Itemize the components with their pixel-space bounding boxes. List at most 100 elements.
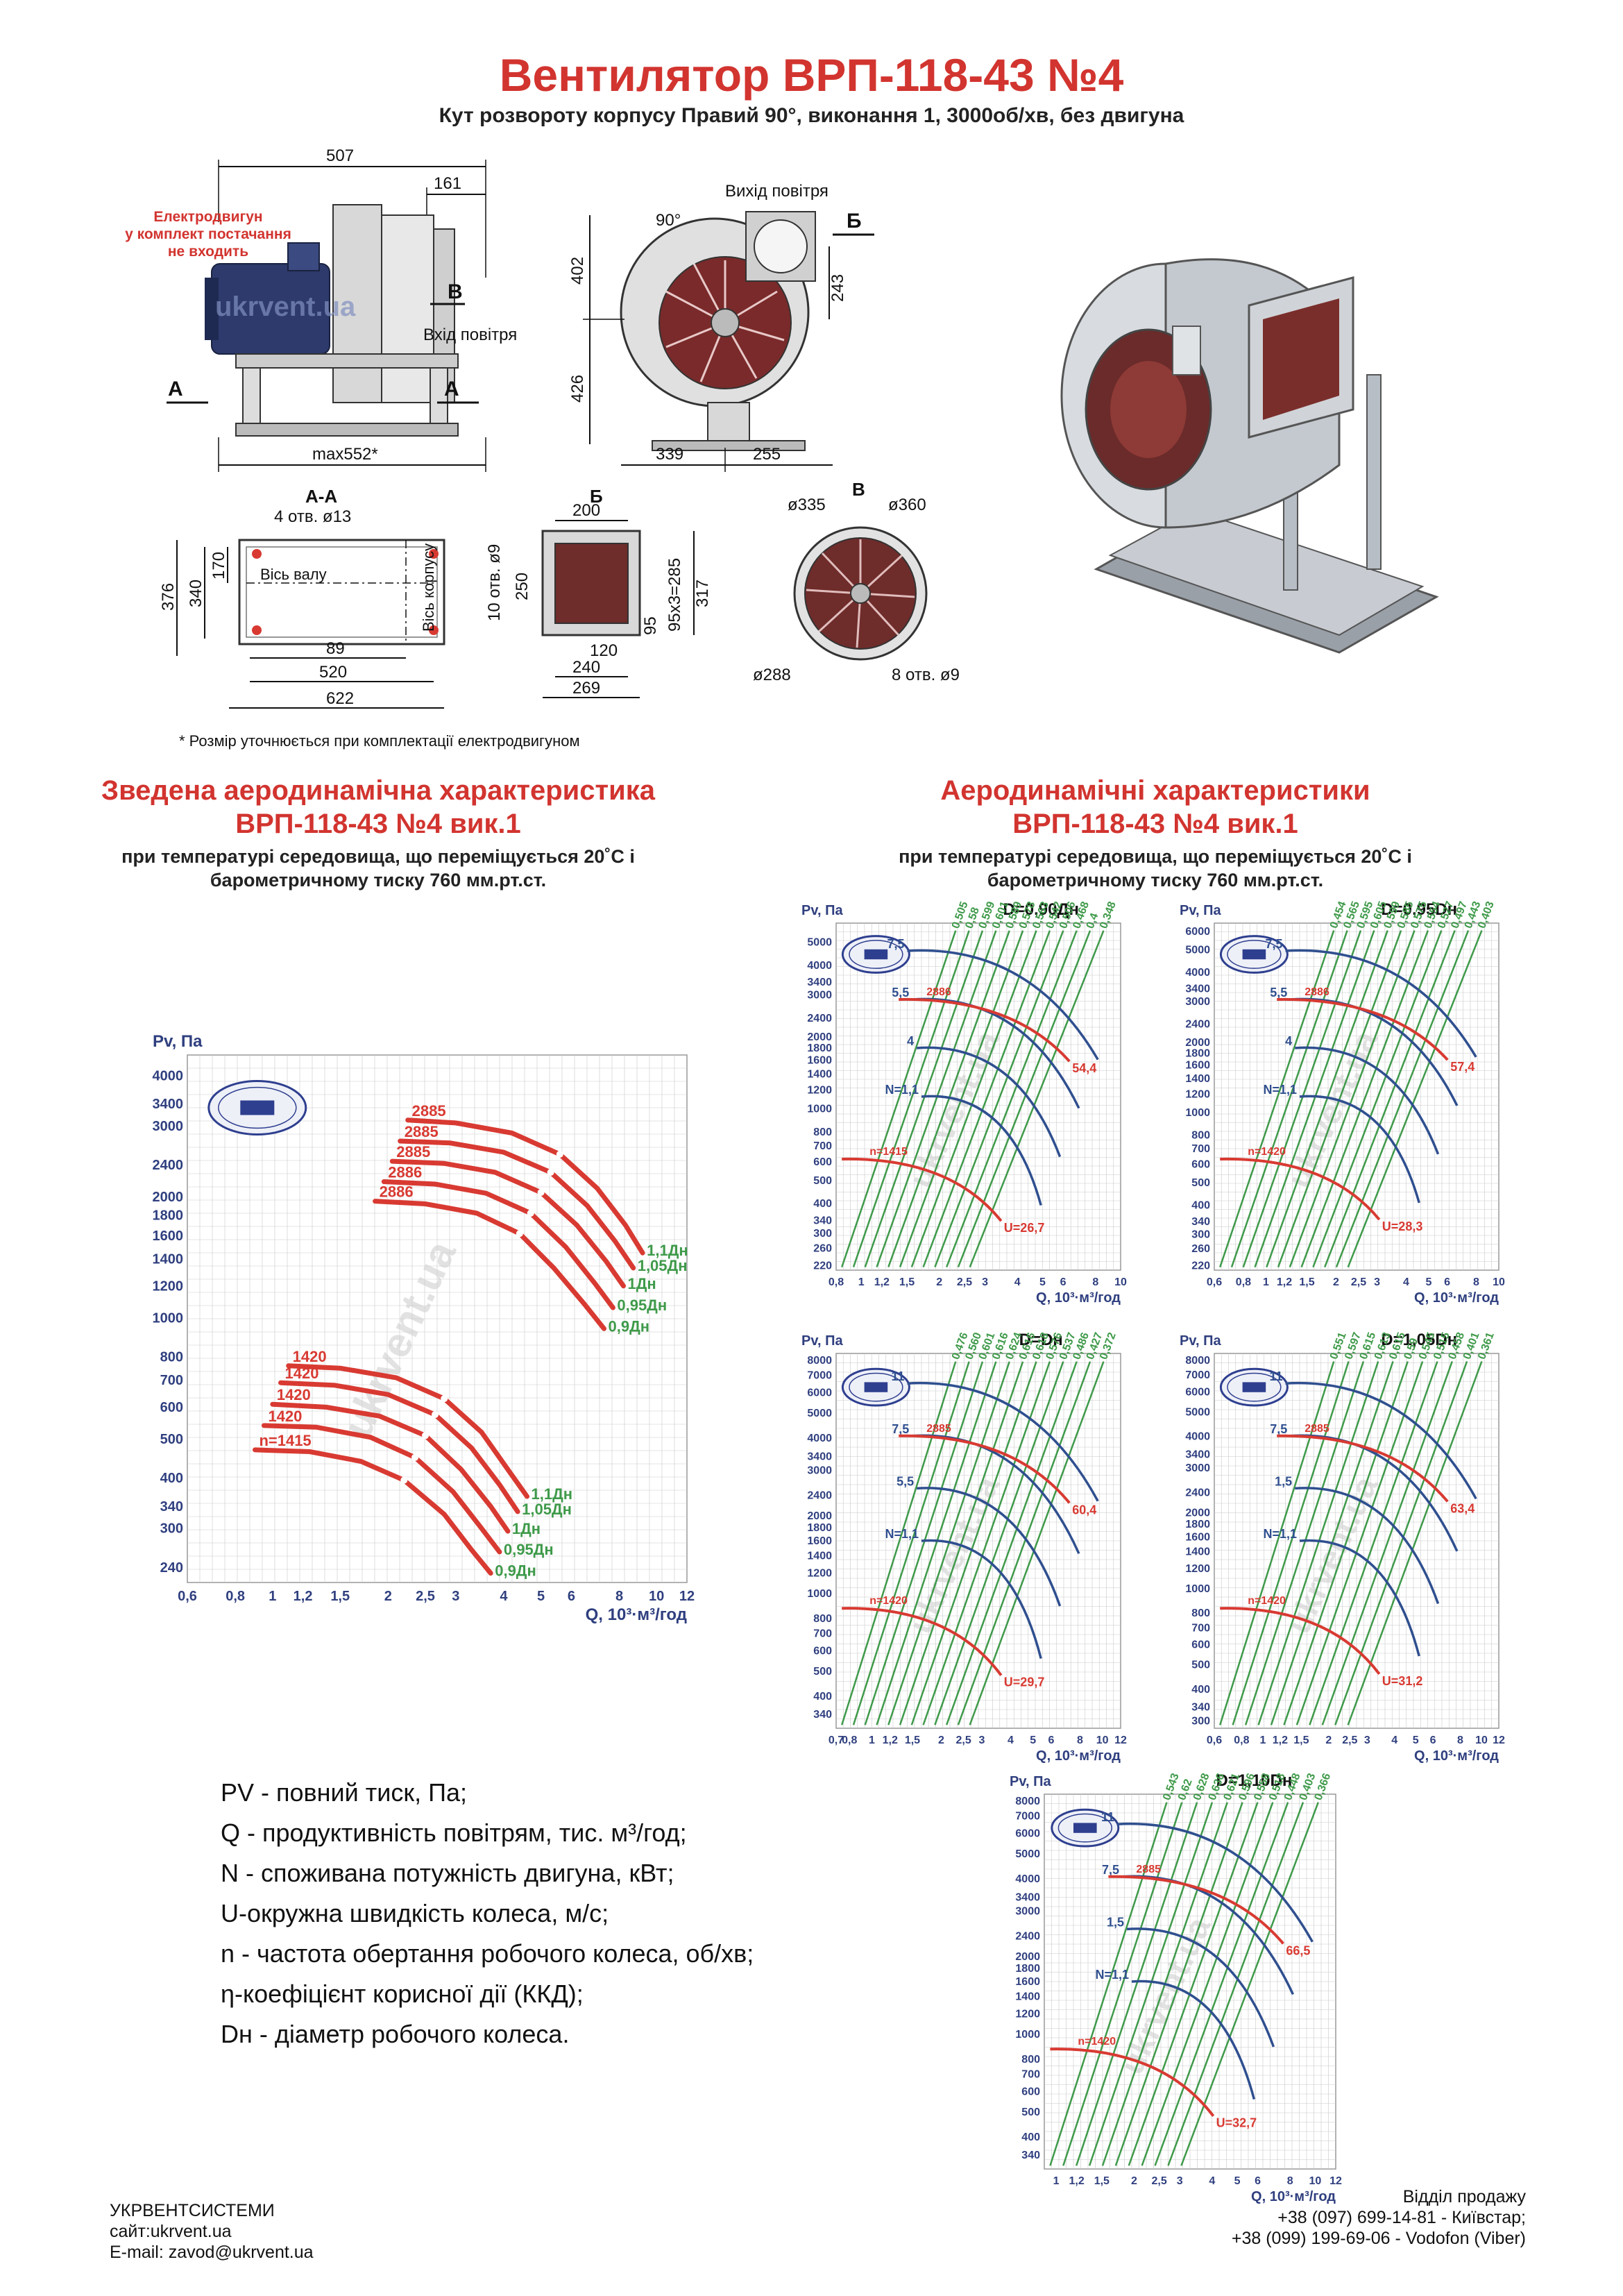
y-tick-label: 8000	[807, 1355, 832, 1367]
rpm-label: 2886	[380, 1183, 414, 1201]
power-curve	[917, 1046, 1062, 1158]
y-tick-label: 500	[1021, 2107, 1040, 2118]
section-v-title: В	[852, 479, 865, 500]
y-tick-label: 700	[160, 1373, 183, 1388]
b-dim-250: 250	[513, 573, 532, 600]
legend-pv: PV - повний тиск, Па;	[221, 1778, 468, 1807]
v-holes: 8 отв. ø9	[892, 666, 960, 684]
y-tick-label: 1400	[1185, 1073, 1210, 1085]
footer-sales-block: Відділ продажу +38 (097) 699-14-81 - Киї…	[1232, 2186, 1526, 2249]
x-tick-label: 4	[1008, 1734, 1014, 1746]
rpm-label: 2885	[396, 1143, 430, 1160]
diameter-label: 1Дн	[512, 1520, 541, 1537]
y-tick-label: 500	[813, 1666, 832, 1678]
section-mark-b: Б	[847, 210, 862, 233]
v-dim-360: ø360	[888, 496, 926, 514]
x-tick-label: 2	[936, 1276, 942, 1288]
x-tick-label: 6	[568, 1589, 575, 1604]
x-axis-label: Q, 10³·м³/год	[1414, 1290, 1499, 1306]
rpm-label: 2886	[388, 1163, 422, 1181]
efficiency-line	[1289, 930, 1416, 1268]
rpm-label: n=1420	[869, 1595, 908, 1607]
rpm-label: 2885	[926, 1423, 951, 1435]
efficiency-line	[1295, 1361, 1424, 1725]
power-label: 7,5	[887, 937, 904, 951]
x-tick-label: 3	[982, 1276, 988, 1288]
summary-point	[400, 1476, 408, 1484]
y-tick-label: 3400	[807, 977, 832, 988]
efficiency-line	[1088, 1802, 1214, 2166]
y-tick-label: 2400	[807, 1013, 832, 1024]
efficiency-line	[934, 1361, 1064, 1725]
section-aa-title: А-А	[305, 486, 338, 507]
speed-label: 57,4	[1450, 1060, 1475, 1074]
power-label: 7,5	[1265, 937, 1282, 951]
efficiency-line	[1141, 1802, 1274, 2166]
efficiency-line	[1167, 1802, 1305, 2166]
power-curve	[1131, 1980, 1256, 2100]
x-tick-label: 2,5	[1351, 1276, 1366, 1288]
power-label: N=1,1	[885, 1083, 919, 1097]
y-tick-label: 240	[160, 1560, 183, 1576]
y-tick-label: 3400	[807, 1451, 832, 1462]
y-tick-label: 600	[813, 1156, 832, 1168]
x-tick-label: 12	[679, 1589, 695, 1604]
power-label: N=1,1	[885, 1527, 919, 1541]
footnote: * Розмір уточнюється при комплектації ел…	[179, 732, 580, 750]
y-tick-label: 1600	[1185, 1532, 1210, 1544]
y-tick-label: 340	[813, 1215, 832, 1226]
x-tick-label: 6	[1444, 1276, 1450, 1288]
y-tick-label: 800	[1191, 1607, 1210, 1619]
diameter-label: 0,95Дн	[504, 1541, 554, 1558]
x-tick-label: 6	[1048, 1734, 1055, 1746]
x-tick-label: 0,6	[1207, 1276, 1222, 1288]
footer-email[interactable]: E-mail: zavod@ukrvent.ua	[110, 2243, 314, 2262]
x-tick-label: 12	[1114, 1734, 1127, 1746]
y-tick-label: 400	[160, 1471, 183, 1486]
y-tick-label: 340	[1021, 2150, 1040, 2161]
power-label: 1,5	[1107, 1915, 1124, 1929]
logo-stamp-fan	[1242, 1382, 1266, 1392]
b-dim-317: 317	[693, 580, 712, 607]
y-tick-label: 700	[1191, 1622, 1210, 1634]
power-label: 4	[1285, 1034, 1292, 1048]
chart-title: D=Dн	[1019, 1331, 1063, 1349]
detail-section-header: Аеродинамічні характеристики ВРП-118-43 …	[899, 775, 1412, 890]
y-tick-label: 1600	[153, 1229, 184, 1244]
x-tick-label: 4	[1391, 1734, 1397, 1746]
x-tick-label: 1,5	[1293, 1734, 1309, 1746]
rpm-label: 1420	[277, 1386, 311, 1403]
diameter-label: 1,1Дн	[647, 1242, 688, 1259]
section-aa-drawing: 4 отв. ø13 Вісь валу Вісь корпусу 376 34…	[160, 507, 445, 709]
angle-90: 90°	[656, 211, 681, 230]
diameter-label: 1,1Дн	[532, 1485, 573, 1503]
footer-company: УКРВЕНТСИСТЕМИ	[110, 2201, 275, 2220]
rpm-label: n=1420	[1248, 1146, 1286, 1158]
footer-phone-2[interactable]: +38 (099) 199-69-06 - Vodofon (Viber)	[1231, 2229, 1526, 2248]
efficiency-line	[1128, 1802, 1259, 2166]
y-tick-label: 340	[1191, 1216, 1210, 1228]
efficiency-line	[1219, 930, 1335, 1268]
diameter-label: 0,9Дн	[609, 1317, 650, 1335]
y-tick-label: 3400	[1185, 1449, 1210, 1460]
efficiency-line	[945, 1361, 1078, 1725]
footer-phone-1[interactable]: +38 (097) 699-14-81 - Київстар;	[1277, 2208, 1526, 2227]
y-tick-label: 6000	[1015, 1828, 1040, 1840]
y-tick-label: 2400	[1185, 1018, 1210, 1030]
x-tick-label: 5	[1234, 2175, 1241, 2187]
y-tick-label: 340	[160, 1499, 183, 1514]
efficiency-line	[1076, 1802, 1198, 2166]
y-tick-label: 1200	[153, 1278, 184, 1294]
chart-title: D=0,90Дн	[1003, 900, 1079, 919]
y-tick-label: 6000	[807, 1387, 832, 1399]
aa-holes: 4 отв. ø13	[274, 507, 351, 526]
y-tick-label: 5000	[1185, 945, 1210, 956]
y-tick-label: 340	[813, 1709, 832, 1721]
y-tick-label: 6000	[1185, 1386, 1210, 1398]
dim-161: 161	[434, 174, 461, 193]
y-tick-label: 260	[813, 1242, 832, 1254]
footer-site[interactable]: сайт:ukrvent.ua	[110, 2222, 232, 2241]
y-tick-label: 1000	[1015, 2029, 1040, 2041]
pressure-curve	[1050, 2048, 1215, 2117]
